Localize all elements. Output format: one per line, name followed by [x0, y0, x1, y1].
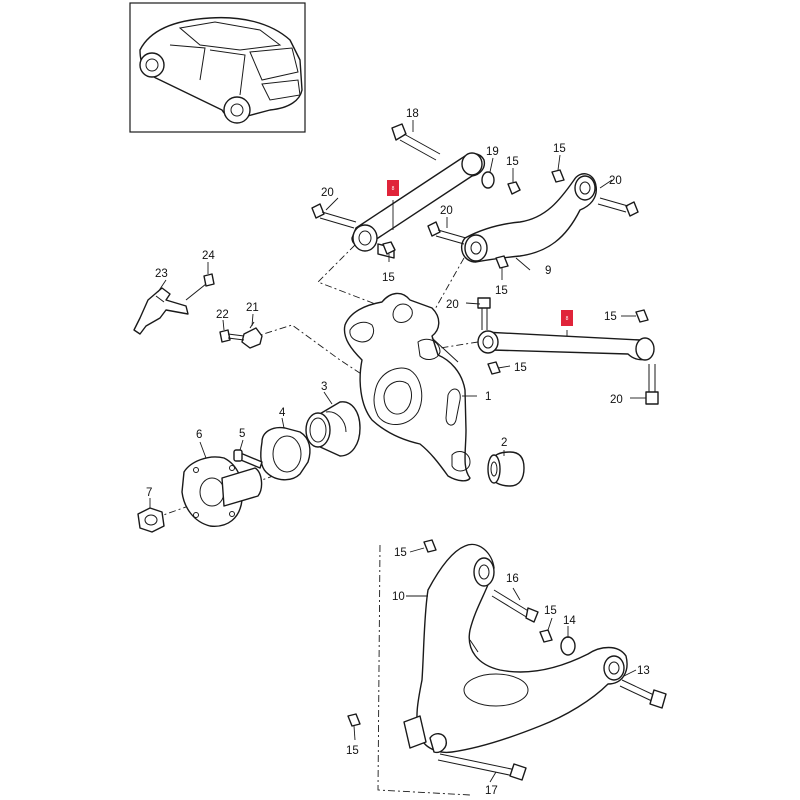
callout-15-b: 15 — [553, 143, 566, 155]
bolt-5 — [233, 449, 263, 469]
callout-9: 9 — [545, 265, 551, 277]
wheel-hub — [181, 456, 263, 527]
callout-labels: 1 2 3 4 5 6 7 9 10 13 14 16 17 18 19 21 … — [146, 108, 650, 797]
wheel-bearing — [305, 401, 361, 457]
callout-16: 16 — [506, 573, 519, 585]
callout-7: 7 — [146, 487, 152, 499]
track-control-arm — [461, 173, 597, 263]
wheel-carrier — [343, 292, 471, 482]
callout-5: 5 — [239, 428, 245, 440]
lower-control-arm — [403, 543, 628, 754]
callout-6: 6 — [196, 429, 202, 441]
vehicle-inset — [129, 2, 306, 133]
callout-3: 3 — [321, 381, 327, 393]
callout-15-e: 15 — [604, 311, 617, 323]
note-marker-8-upper: 8 — [387, 180, 399, 196]
callout-20-d: 20 — [446, 299, 459, 311]
nuts-washers — [347, 169, 649, 727]
callout-15-d: 15 — [495, 285, 508, 297]
note-marker-8-lower-label: 8 — [566, 316, 569, 322]
toe-link — [477, 330, 655, 361]
callout-13: 13 — [637, 665, 650, 677]
cover-plate — [260, 426, 311, 481]
callout-15-i: 15 — [346, 745, 359, 757]
callout-24: 24 — [202, 250, 215, 262]
callout-15-g: 15 — [394, 547, 407, 559]
bushing — [487, 451, 525, 487]
callout-22: 22 — [216, 309, 229, 321]
callout-19: 19 — [486, 146, 499, 158]
callout-15-c: 15 — [382, 272, 395, 284]
bolts — [185, 123, 667, 781]
callout-23: 23 — [155, 268, 168, 280]
callout-17: 17 — [485, 785, 498, 797]
callout-20-e: 20 — [610, 394, 623, 406]
callout-18: 18 — [406, 108, 419, 120]
callout-14: 14 — [563, 615, 576, 627]
note-marker-8-lower: 8 — [561, 310, 573, 326]
callout-20-a: 20 — [321, 187, 334, 199]
leader-lines — [149, 120, 646, 783]
collar-nut — [137, 507, 165, 533]
callout-2: 2 — [501, 437, 507, 449]
callout-10: 10 — [392, 591, 405, 603]
note-marker-8-upper-label: 8 — [392, 186, 395, 192]
bracket-23 — [133, 287, 189, 335]
callout-20-b: 20 — [440, 205, 453, 217]
callout-15-f: 15 — [514, 362, 527, 374]
callout-1: 1 — [485, 391, 491, 403]
upper-control-arm — [351, 152, 486, 259]
callout-15-a: 15 — [506, 156, 519, 168]
callout-20-c: 20 — [609, 175, 622, 187]
callout-4: 4 — [279, 407, 286, 419]
callout-21: 21 — [246, 302, 259, 314]
callout-15-h: 15 — [544, 605, 557, 617]
vehicle-illustration — [139, 16, 303, 124]
